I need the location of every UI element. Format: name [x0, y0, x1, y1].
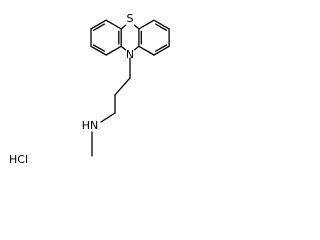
chemical-structure: S N HN HCl	[9, 12, 170, 166]
propyl-chain	[100, 57, 131, 123]
amine-nitrogen-label: HN	[82, 119, 99, 132]
central-thiazine-ring	[120, 24, 140, 51]
sulfur-atom-label: S	[127, 12, 134, 25]
hydrochloride-label: HCl	[9, 153, 28, 166]
right-benzene-ring	[138, 19, 170, 56]
left-benzene-ring	[90, 19, 122, 56]
ring-nitrogen-atom-label: N	[126, 48, 134, 61]
